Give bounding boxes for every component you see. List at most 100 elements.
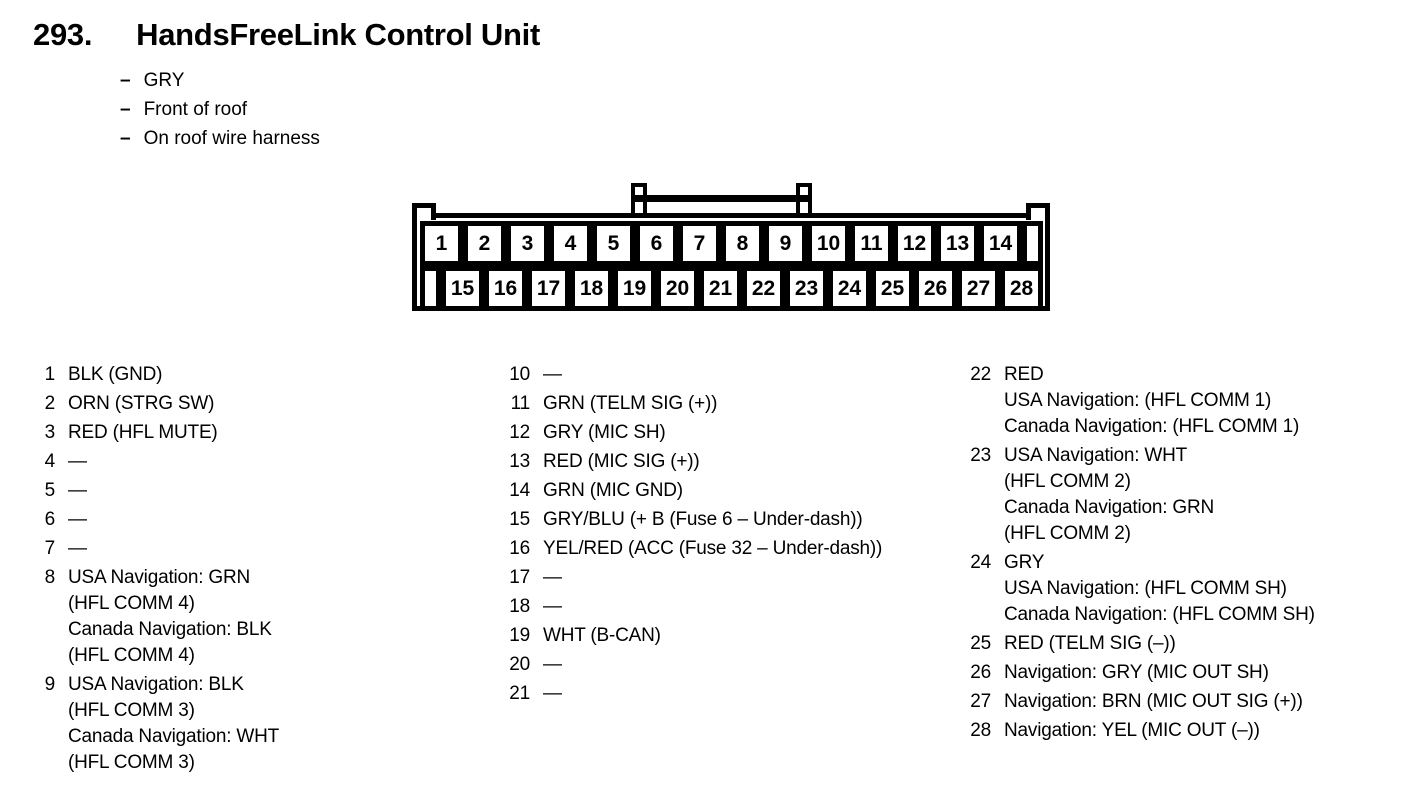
connector-blank-cell xyxy=(420,266,441,311)
pin-entry: 16 YEL/RED (ACC (Fuse 32 – Under-dash)) xyxy=(505,536,960,562)
pin-line: GRY (MIC SH) xyxy=(543,422,666,443)
pin-line: USA Navigation: (HFL COMM SH) xyxy=(1004,578,1287,599)
pin-lines: ORN (STRG SW) xyxy=(68,391,480,417)
pin-line: RED (TELM SIG (–)) xyxy=(1004,633,1176,654)
pin-entry: 10 — xyxy=(505,362,960,388)
pin-line: — xyxy=(68,538,87,559)
pin-line: GRY xyxy=(1004,552,1045,573)
pin-number: 24 xyxy=(970,552,991,573)
pin-number: 1 xyxy=(44,364,56,385)
pin-entry: 5— xyxy=(40,478,480,504)
pin-lines: — xyxy=(543,652,960,678)
pin-lines: — xyxy=(543,565,960,591)
pin-entry: 8 USA Navigation: GRN(HFL COMM 4)Canada N… xyxy=(40,565,480,669)
connector-pin-cell: 28 xyxy=(1000,266,1043,311)
page-title: 293. HandsFreeLink Control Unit xyxy=(33,17,540,53)
pin-line: Canada Navigation: GRN xyxy=(1004,497,1214,518)
pin-line: — xyxy=(68,480,87,501)
connector-pin-cell: 21 xyxy=(699,266,742,311)
pin-entry: 26 Navigation: GRY (MIC OUT SH) xyxy=(966,660,1408,686)
pin-entry: 11 GRN (TELM SIG (+)) xyxy=(505,391,960,417)
pin-number: 10 xyxy=(509,364,530,385)
pin-entry: 18— xyxy=(505,594,960,620)
pin-entry: 21 — xyxy=(505,681,960,707)
pin-line: Canada Navigation: (HFL COMM 1) xyxy=(1004,416,1300,437)
pin-number: 21 xyxy=(509,683,530,704)
connector-pin-cell: 6 xyxy=(635,221,678,266)
pin-line: (HFL COMM 2) xyxy=(1004,523,1131,544)
connector-pin-cell: 17 xyxy=(527,266,570,311)
pin-entry: 7— xyxy=(40,536,480,562)
pin-line: WHT (B-CAN) xyxy=(543,625,661,646)
pin-number: 17 xyxy=(509,567,530,588)
pin-lines: USA Navigation: GRN(HFL COMM 4)Canada Na… xyxy=(68,565,480,669)
bullet-item: –GRY xyxy=(120,66,320,95)
detail-bullets: –GRY–Front of roof–On roof wire harness xyxy=(120,66,320,153)
pin-entry: 17 — xyxy=(505,565,960,591)
pin-lines: GRY/BLU (+ B (Fuse 6 – Under-dash)) xyxy=(543,507,960,533)
pin-number: 19 xyxy=(509,625,530,646)
pin-line: Canada Navigation: BLK xyxy=(68,619,272,640)
pin-lines: YEL/RED (ACC (Fuse 32 – Under-dash)) xyxy=(543,536,960,562)
corner-tab-right-icon xyxy=(1026,203,1050,220)
pin-lines: GRN (MIC GND) xyxy=(543,478,960,504)
pin-entry: 19 WHT (B-CAN) xyxy=(505,623,960,649)
bullet-dash-icon: – xyxy=(120,70,131,91)
bullet-dash-icon: – xyxy=(120,99,131,120)
pin-line: (HFL COMM 3) xyxy=(68,700,195,721)
pin-line: (HFL COMM 3) xyxy=(68,752,195,773)
pin-line: — xyxy=(543,567,562,588)
pin-lines: Navigation: GRY (MIC OUT SH) xyxy=(1004,660,1408,686)
pin-line: — xyxy=(68,451,87,472)
pin-number: 25 xyxy=(970,633,991,654)
pin-lines: — xyxy=(543,681,960,707)
section-title: HandsFreeLink Control Unit xyxy=(136,17,540,52)
pin-line: GRN (TELM SIG (+)) xyxy=(543,393,718,414)
pin-line: BLK (GND) xyxy=(68,364,163,385)
pin-lines: — xyxy=(68,536,480,562)
pin-line: — xyxy=(543,683,562,704)
pin-number: 11 xyxy=(510,393,531,414)
pin-number: 16 xyxy=(509,538,530,559)
pin-number: 5 xyxy=(44,480,56,501)
pin-lines: GRY (MIC SH) xyxy=(543,420,960,446)
pin-line: — xyxy=(543,364,562,385)
pin-number: 20 xyxy=(509,654,530,675)
pin-number: 22 xyxy=(970,364,991,385)
bullet-item: –On roof wire harness xyxy=(120,124,320,153)
connector-pin-cell: 13 xyxy=(936,221,979,266)
pin-number: 15 xyxy=(509,509,530,530)
pin-number: 8 xyxy=(44,567,56,588)
connector-pin-cell: 19 xyxy=(613,266,656,311)
pin-line: RED (HFL MUTE) xyxy=(68,422,218,443)
pin-lines: Navigation: YEL (MIC OUT (–)) xyxy=(1004,718,1408,744)
pin-entry: 6— xyxy=(40,507,480,533)
pin-line: YEL/RED (ACC (Fuse 32 – Under-dash)) xyxy=(543,538,883,559)
pin-line: USA Navigation: BLK xyxy=(68,674,244,695)
pin-number: 26 xyxy=(970,662,991,683)
pin-line: ORN (STRG SW) xyxy=(68,393,215,414)
pin-line: GRY/BLU (+ B (Fuse 6 – Under-dash)) xyxy=(543,509,863,530)
pin-entry: 25 RED (TELM SIG (–)) xyxy=(966,631,1408,657)
pin-line: Navigation: GRY (MIC OUT SH) xyxy=(1004,662,1269,683)
pin-line: USA Navigation: (HFL COMM 1) xyxy=(1004,390,1272,411)
pin-lines: WHT (B-CAN) xyxy=(543,623,960,649)
connector-pin-cell: 4 xyxy=(549,221,592,266)
pin-number: 9 xyxy=(44,674,56,695)
pin-line: RED (MIC SIG (+)) xyxy=(543,451,700,472)
bullet-item: –Front of roof xyxy=(120,95,320,124)
connector-pin-cell: 2 xyxy=(463,221,506,266)
pin-line: Navigation: YEL (MIC OUT (–)) xyxy=(1004,720,1260,741)
